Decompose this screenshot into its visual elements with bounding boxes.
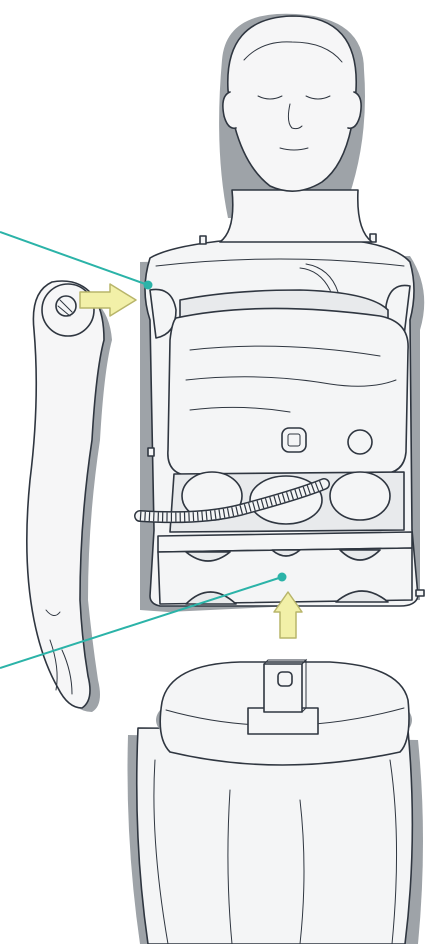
lower-body-icon bbox=[128, 660, 424, 944]
arm-icon bbox=[27, 281, 112, 712]
head-icon bbox=[219, 14, 372, 242]
torso-icon bbox=[140, 234, 424, 612]
shoulder-callout bbox=[0, 232, 153, 290]
